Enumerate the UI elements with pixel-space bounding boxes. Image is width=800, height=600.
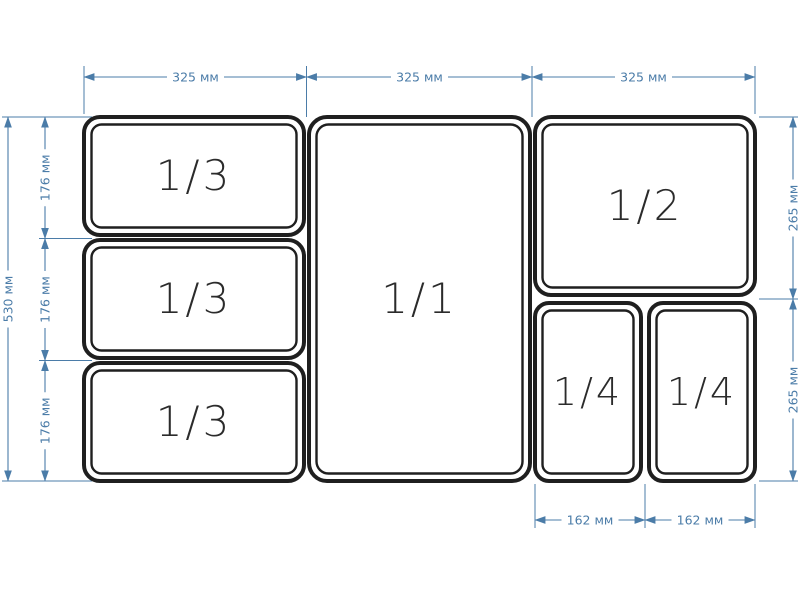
dim-text: 265 мм [786,185,800,232]
label-mask [785,361,800,419]
pan-size-label: 1/3 [156,151,233,200]
dim-label-top-1: 325 мм [167,69,224,85]
dim-text: 176 мм [38,154,53,201]
pan-outer-rim [647,301,757,483]
pan-inner-rim [90,369,298,475]
pan-size-label: 1/3 [156,274,233,323]
dim-text: 162 мм [567,513,614,528]
dim-text: 325 мм [620,70,667,85]
label-mask [37,271,53,328]
pan-size-label: 1/3 [156,397,233,446]
pan-size-label: 1/4 [553,370,623,414]
pans: 1/3 1/3 1/3 1/1 1/2 1/4 [82,115,757,483]
pan-outer-rim [82,115,306,237]
dim-text: 162 мм [677,513,724,528]
pan-one-quarter-left: 1/4 [533,301,643,483]
pan-inner-rim [90,246,298,352]
dim-label-right-2: 265 мм [785,361,800,419]
dim-label-bottom-2: 162 мм [671,512,729,528]
pan-outer-rim [82,238,306,360]
pan-inner-rim [541,123,749,289]
pan-one-quarter-right: 1/4 [647,301,757,483]
pan-outer-rim [82,361,306,483]
pan-size-label: 1/1 [381,274,458,323]
dim-text: 176 мм [38,397,53,444]
label-mask [615,69,672,84]
dim-text: 530 мм [1,276,16,323]
dim-text: 176 мм [38,276,53,323]
dim-label-left-1: 176 мм [37,149,53,207]
pan-size-label: 1/4 [667,370,737,414]
label-mask [37,392,53,450]
dim-label-left-total: 530 мм [0,270,16,328]
pan-inner-rim [315,123,524,475]
label-mask [0,270,16,328]
pan-size-label: 1/2 [607,181,684,230]
label-mask [671,512,729,527]
dim-text: 325 мм [396,70,443,85]
dim-label-left-2: 176 мм [37,271,53,328]
pan-one-third-middle: 1/3 [82,238,306,360]
pan-inner-rim [90,123,298,229]
label-mask [167,69,224,84]
dim-label-bottom-1: 162 мм [561,512,619,528]
dim-label-top-2: 325 мм [391,69,448,85]
label-mask [561,512,619,527]
pan-outer-rim [307,115,532,483]
pan-outer-rim [533,115,757,297]
dim-label-top-3: 325 мм [615,69,672,85]
pan-inner-rim [655,309,749,475]
label-mask [37,149,53,207]
dim-label-left-3: 176 мм [37,392,53,450]
pan-one-third-bottom: 1/3 [82,361,306,483]
pan-inner-rim [541,309,635,475]
label-mask [391,69,448,84]
pan-one-third-top: 1/3 [82,115,306,237]
label-mask [785,179,800,237]
pan-one-half: 1/2 [533,115,757,297]
dimension-labels: 325 мм 325 мм 325 мм 530 мм 176 мм 176 м… [0,69,800,528]
dim-label-right-1: 265 мм [785,179,800,237]
pan-full-size: 1/1 [307,115,532,483]
dim-text: 265 мм [786,367,800,414]
dim-text: 325 мм [172,70,219,85]
pan-outer-rim [533,301,643,483]
